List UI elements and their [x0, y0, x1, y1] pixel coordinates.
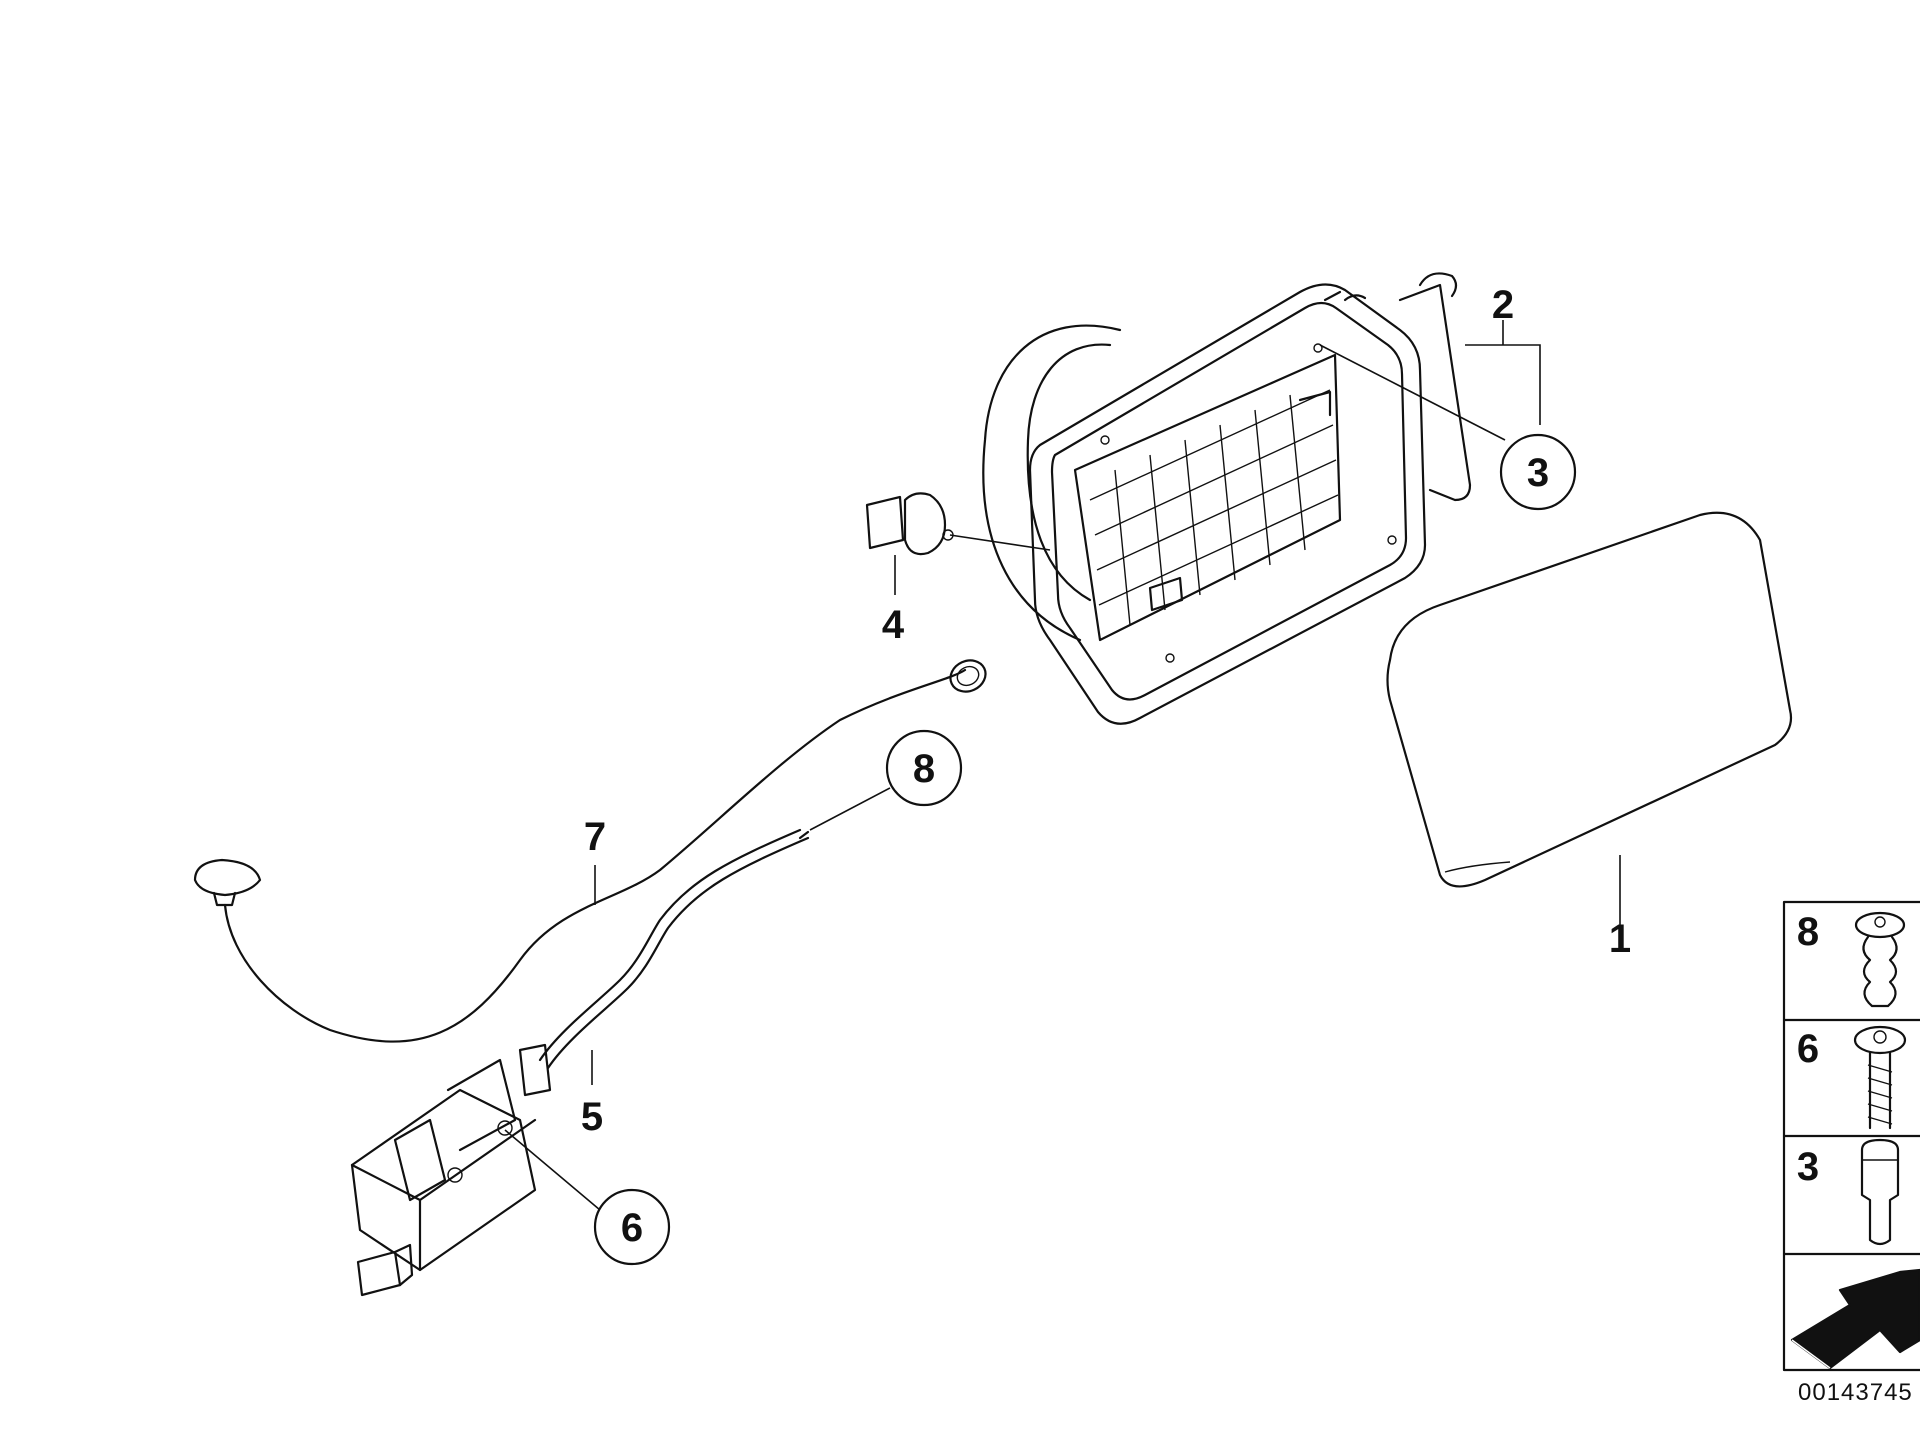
emergency-release-cable	[193, 659, 987, 1043]
pin-icon	[1860, 1138, 1900, 1246]
expanding-rivet	[798, 830, 810, 840]
callout-circle-8	[885, 729, 963, 807]
callout-6: 6	[621, 1206, 643, 1250]
rubber-buffer	[865, 492, 954, 556]
callout-7: 7	[584, 815, 606, 859]
legend-label-6: 6	[1797, 1027, 1819, 1071]
direction-arrow-icon	[1790, 1268, 1920, 1370]
expanding-rivet-icon	[1854, 911, 1906, 1008]
callout-4: 4	[882, 603, 905, 647]
callout-8: 8	[913, 747, 935, 791]
fastener-legend: 8 6 3	[1782, 900, 1920, 1372]
leader-lines	[504, 320, 1621, 1211]
screw-icon	[1853, 1025, 1907, 1130]
legend-label-8: 8	[1797, 910, 1819, 954]
callout-3: 3	[1527, 451, 1549, 495]
legend-label-3: 3	[1797, 1145, 1819, 1189]
callout-2: 2	[1492, 283, 1514, 327]
filler-housing	[982, 272, 1472, 725]
flap-actuator	[350, 828, 810, 1297]
fuel-flap	[1386, 511, 1793, 888]
callout-5: 5	[581, 1095, 603, 1139]
callout-circle-6	[593, 1188, 671, 1266]
callout-1: 1	[1609, 917, 1631, 961]
callout-circle-3	[1499, 433, 1577, 511]
document-number: 00143745	[1798, 1379, 1913, 1406]
